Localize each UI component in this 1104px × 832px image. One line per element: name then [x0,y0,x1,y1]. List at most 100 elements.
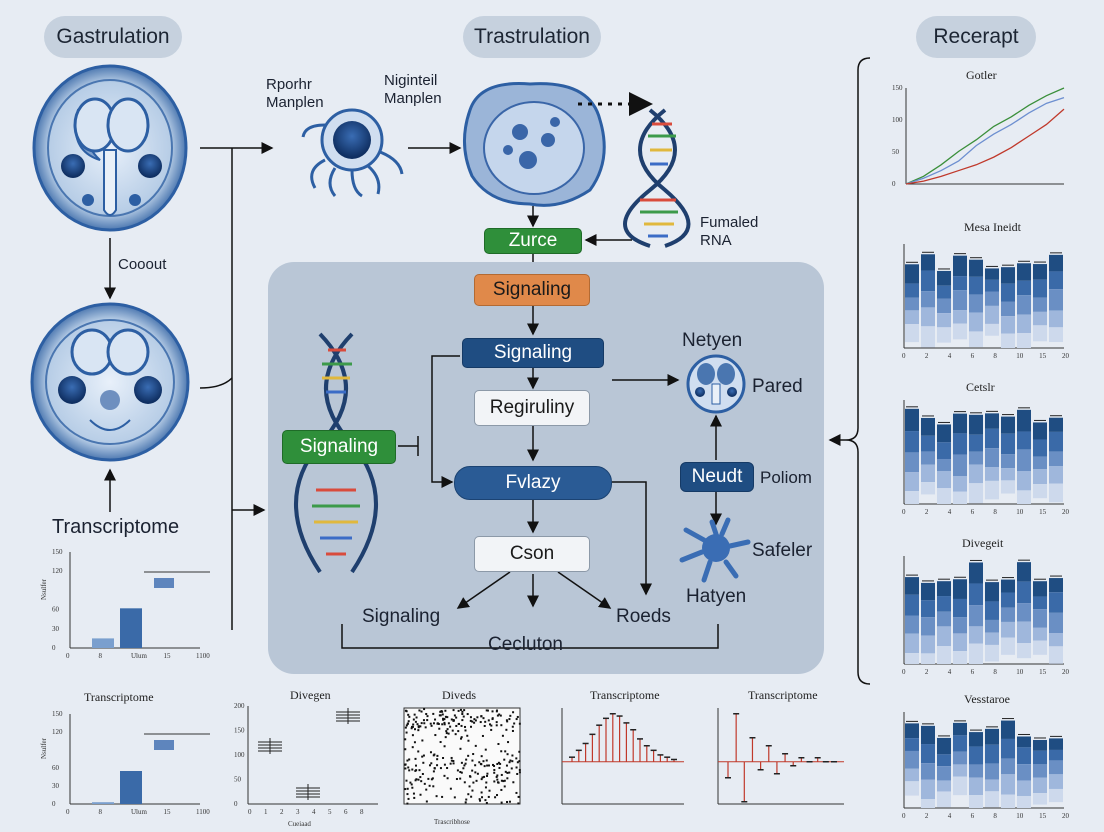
heatmap-cell [985,291,999,306]
heatmap-cell [501,734,504,737]
signaling-green-box[interactable]: Signaling [282,430,396,464]
heatmap-cell [469,716,472,719]
zurce-box[interactable]: Zurce [484,228,582,254]
x-tick-label: 0 [902,812,906,820]
y-tick-label: 0 [52,644,56,652]
heatmap-cell [953,735,967,752]
heatmap-cell [452,709,455,712]
heatmap-cell [1033,793,1047,805]
heatmap-cell [474,719,477,722]
legend-swatch [154,740,174,750]
heatmap-cell [460,724,463,727]
heatmap-cell [1033,439,1047,457]
y-tick-label: 30 [52,782,60,790]
heatmap-cell [1049,327,1063,343]
heatmap-cell [1017,764,1031,781]
heatmap-cell [1017,490,1031,504]
heatmap-cell [461,719,464,722]
heatmap-cell [487,719,490,722]
heatmap-cell [969,259,983,277]
signaling-navy-box[interactable]: Signaling [462,338,604,368]
heatmap-cell [508,761,511,764]
heatmap-cell [434,734,437,737]
heatmap-cell [516,772,519,775]
heatmap-cell [423,708,426,711]
heatmap-cell [452,762,455,765]
header-gastrulation: Gastrulation [44,16,182,58]
heatmap-cell [937,488,951,504]
heatmap-cell [905,452,919,473]
heatmap-cell [443,763,446,766]
heatmap-cell [413,796,416,799]
heatmap-cell [431,777,434,780]
heatmap-cell [418,769,421,772]
heatmap-cell [466,734,469,737]
heatmap-cell [446,728,449,731]
x-tick-label: 20 [1062,812,1070,820]
heatmap-cell [470,725,473,728]
heatmap-cell [1017,280,1031,296]
heatmap-cell [493,780,496,783]
heatmap-cell [1017,603,1031,622]
x-tick-label: 10 [1016,812,1024,820]
heatmap-cell [953,310,967,324]
heatmap-cell [495,721,498,724]
heatmap-cell [505,728,508,731]
heatmap-cell [1049,774,1063,789]
heatmap-cell [1017,263,1031,281]
heatmap-cell [423,722,426,725]
regiruliny-box[interactable]: Regiruliny [474,390,590,426]
heatmap-cell [474,771,477,774]
signaling-orange-box[interactable]: Signaling [474,274,590,306]
heatmap-cell [406,787,409,790]
y-tick-label: 100 [892,116,903,124]
x-tick-label: 6 [971,508,975,516]
heatmap-cell [428,784,431,787]
heatmap-cell [457,709,460,712]
heatmap-cell [479,799,482,802]
heatmap-cell [485,801,488,804]
heatmap-cell [905,297,919,311]
fvlazy-box[interactable]: Fvlazy [454,466,612,500]
heatmap-cell [406,802,409,805]
x-tick-label: 0 [66,652,70,660]
chart-title-transcriptome-1: Transcriptome [84,690,154,704]
heatmap-cell [1001,592,1015,608]
heatmap-cell [473,721,476,724]
cson-box[interactable]: Cson [474,536,590,572]
heatmap-cell [407,713,410,716]
heatmap-cell [503,779,506,782]
x-tick-label: 6 [971,668,975,676]
heatmap-cell [449,762,452,765]
heatmap-cell [408,758,411,761]
heatmap-cell [1049,592,1063,613]
heatmap-cell [937,298,951,314]
y-tick-label: 100 [234,751,245,759]
heatmap-cell [442,718,445,721]
heatmap-cell [937,626,951,647]
heatmap-cell [490,728,493,731]
heatmap-cell [1001,416,1015,434]
x-tick-label: 6 [344,808,348,816]
heatmap-cell [1001,774,1015,795]
heatmap-cell [1033,750,1047,765]
heatmap-cell [443,721,446,724]
heatmap-cell [1017,449,1031,472]
heatmap-cell [461,712,464,715]
y-tick-label: 120 [52,728,63,736]
heatmap-cell [499,714,502,717]
heatmap-cell [985,744,999,764]
heatmap-cell [462,715,465,718]
heatmap-cell [905,324,919,343]
heatmap-cell [433,767,436,770]
y-tick-label: 0 [52,800,56,808]
heatmap-cell [497,742,500,745]
heatmap-cell [1049,633,1063,647]
heatmap-cell [430,724,433,727]
heatmap-cell [515,791,518,794]
heatmap-cell [485,709,488,712]
neudt-box[interactable]: Neudt [680,462,754,492]
heatmap-cell [502,780,505,783]
heatmap-cell [1017,562,1031,582]
